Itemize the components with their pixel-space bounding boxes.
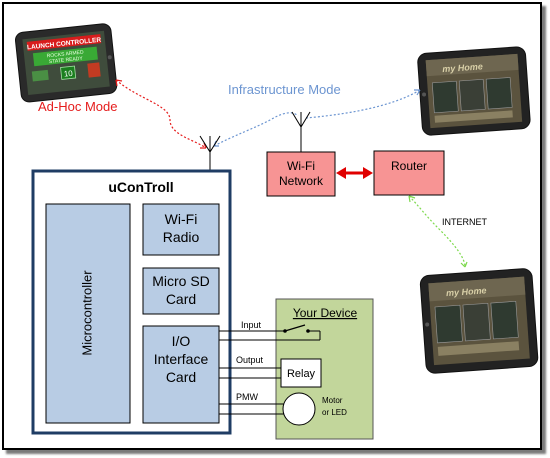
relay-label: Relay — [287, 368, 316, 380]
wifi-network-antenna — [291, 111, 311, 152]
io-line2: Interface — [154, 351, 209, 367]
motor-line2: or LED — [322, 408, 347, 417]
tablet-home-bottom: my Home — [419, 268, 539, 374]
wifi-radio-block: Wi-Fi Radio — [142, 203, 220, 256]
pmw-label: PMW — [236, 392, 259, 402]
ucontroll-title: uConTroll — [108, 179, 173, 195]
home-label-bottom: my Home — [446, 285, 487, 298]
input-label: Input — [241, 320, 262, 330]
motor-icon — [282, 392, 316, 426]
microcontroller-label: Microcontroller — [79, 270, 94, 356]
wifi-radio-line2: Radio — [163, 229, 200, 245]
internet-link — [408, 195, 466, 268]
network-router-link — [336, 167, 373, 179]
wifi-network-node: Wi-Fi Network — [266, 151, 336, 197]
infrastructure-mode-label: Infrastructure Mode — [228, 82, 341, 97]
router-node: Router — [373, 150, 445, 196]
output-signal: Output Relay — [219, 355, 322, 388]
input-signal: Input — [219, 320, 321, 341]
adhoc-link — [115, 79, 207, 149]
adhoc-mode-label: Ad-Hoc Mode — [38, 99, 117, 114]
motor-line1: Motor — [322, 396, 343, 405]
output-label: Output — [236, 355, 264, 365]
tablet-launch-controller: LAUNCH CONTROLLER ROCKS ARMED STATE READ… — [14, 23, 118, 103]
home-label-top: my Home — [442, 61, 483, 74]
micro-sd-line2: Card — [166, 291, 196, 307]
pmw-signal: PMW Motor or LED — [219, 392, 347, 426]
launch-line1: ROCKS ARMED — [47, 49, 85, 59]
tablet-home-top: my Home — [417, 46, 531, 136]
io-line1: I/O — [172, 333, 191, 349]
router-label: Router — [391, 159, 427, 173]
launch-count: 10 — [63, 69, 73, 79]
launch-line2: STATE READY — [49, 56, 84, 66]
microcontroller-block: Microcontroller — [45, 203, 131, 424]
io-line3: Card — [166, 369, 196, 385]
infrastructure-link-left — [213, 112, 299, 147]
wifi-network-line2: Network — [279, 174, 324, 188]
micro-sd-block: Micro SD Card — [142, 267, 220, 315]
wifi-network-line1: Wi-Fi — [287, 159, 315, 173]
your-device-title: Your Device — [293, 306, 358, 320]
internet-label: INTERNET — [442, 217, 488, 227]
io-interface-block: I/O Interface Card — [142, 325, 220, 424]
relay-box — [280, 358, 322, 388]
wifi-radio-line1: Wi-Fi — [165, 211, 198, 227]
micro-sd-line1: Micro SD — [152, 273, 210, 289]
